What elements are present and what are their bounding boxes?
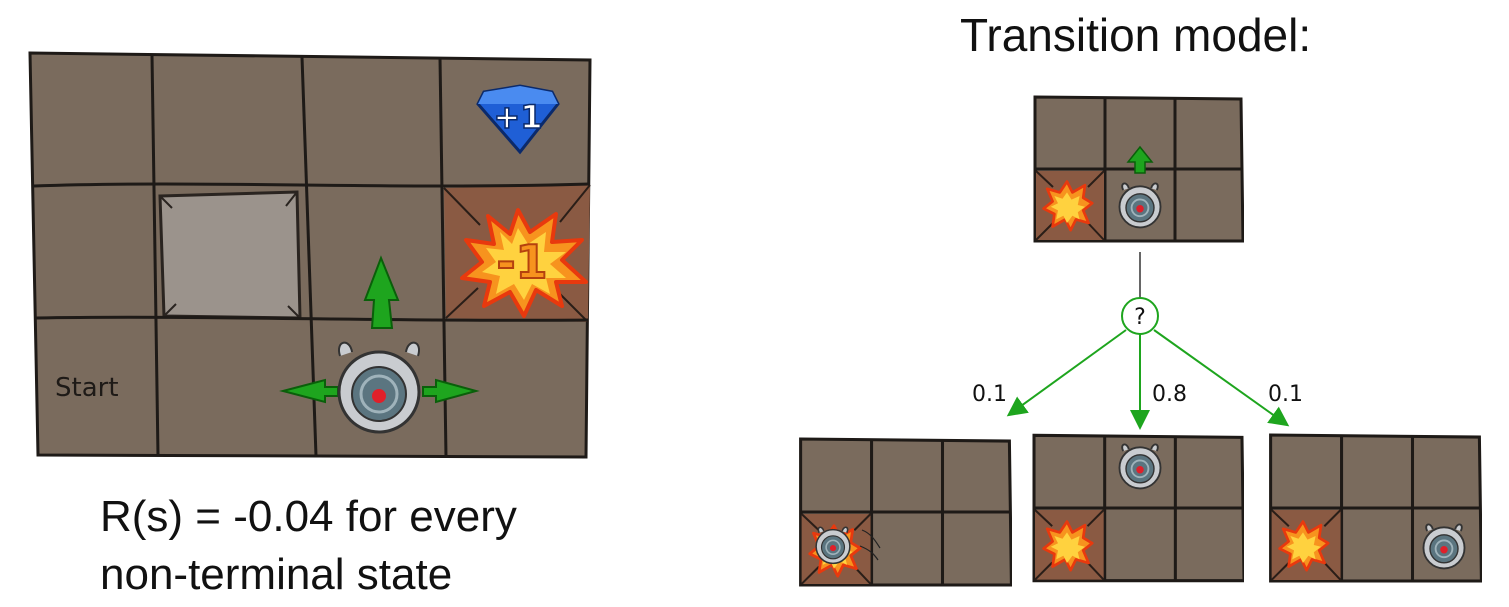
gem-icon: +1 (476, 84, 560, 155)
state-current (1033, 95, 1244, 243)
caption-line-2: non-terminal state (100, 550, 453, 599)
state-outcome-right (1269, 433, 1482, 583)
fire-icon: -1 (460, 208, 588, 318)
positive-reward-label: +1 (493, 98, 542, 136)
arrow-up-icon (1126, 145, 1154, 174)
action-arrows (279, 255, 480, 404)
state-outcome-middle (1032, 433, 1244, 583)
state-outcome-left (799, 437, 1012, 587)
negative-reward-label: -1 (496, 235, 547, 289)
reward-caption: R(s) = -0.04 for every non-terminal stat… (100, 488, 620, 604)
chance-node-label: ? (1134, 305, 1146, 330)
probability-middle: 0.8 (1152, 382, 1187, 407)
start-label: Start (55, 373, 119, 403)
branches (1006, 329, 1290, 430)
branch-right (1153, 329, 1290, 427)
probability-left: 0.1 (972, 382, 1007, 407)
robot-icon (337, 341, 421, 434)
arrow-up-icon (363, 255, 400, 329)
branch-left (1006, 329, 1127, 417)
grid-world: +1 -1 Start (28, 51, 592, 459)
arrow-right-icon (422, 378, 480, 404)
probability-right: 0.1 (1268, 382, 1303, 407)
transition-model-title: Transition model: (960, 9, 1312, 61)
chance-node: ? (1121, 297, 1159, 335)
caption-line-1: R(s) = -0.04 for every (100, 492, 517, 541)
